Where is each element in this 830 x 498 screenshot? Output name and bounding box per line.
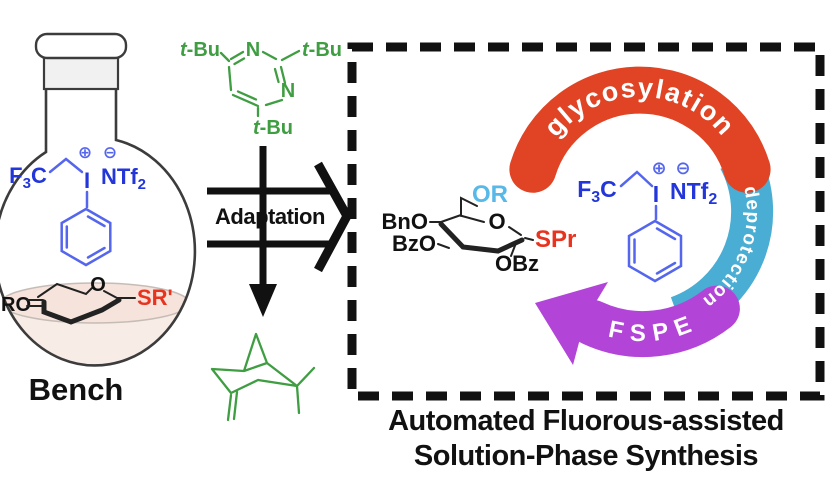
protected-sugar-box: OR BnO O BzO OBz SPr — [382, 181, 577, 276]
box-phenyl-double-bonds — [633, 227, 677, 275]
tbu-right-bu: -Bu — [309, 39, 342, 61]
ro-label: RO — [1, 294, 31, 316]
arrow-shaft-lines — [207, 187, 331, 248]
iodonium-reagent-box: F3C I ⊕ ⊖ NTf2 — [577, 158, 717, 283]
beta-pinene — [210, 332, 316, 422]
fspe-arc — [569, 285, 740, 358]
ring-oxygen-label: O — [90, 274, 106, 296]
glycosylation-arc — [509, 66, 771, 193]
box-ntf2-ntf: NTf — [670, 178, 709, 204]
n3-label: N — [281, 80, 295, 102]
adaptation-arrow — [207, 146, 353, 317]
minus-charge-icon: ⊖ — [103, 143, 117, 162]
f3c-sub3: 3 — [23, 175, 31, 192]
obz-label: OBz — [495, 251, 539, 276]
or-label: OR — [472, 181, 508, 208]
bench-label: Bench — [28, 372, 124, 407]
round-bottom-flask — [0, 32, 197, 367]
sr-label: SR' — [137, 285, 173, 310]
flask-lip — [34, 32, 128, 60]
synthesis-cycle: glycosylation deprotection FSPE — [509, 66, 774, 365]
c4-bonds — [429, 214, 462, 223]
pyrimidine-ring-bonds — [227, 50, 287, 108]
box-minus-charge-icon: ⊖ — [675, 158, 690, 178]
tri-tbu-pyrimidine: N N t-Bu t-Bu t-Bu — [180, 39, 342, 139]
tbu-right-label: t-Bu — [302, 39, 342, 61]
f3c-f: F — [9, 163, 22, 188]
bzo-label: BzO — [392, 231, 436, 256]
pyrimidine-double-bonds — [233, 57, 280, 101]
box-ring-oxygen-label: O — [488, 209, 505, 234]
tbu-bottom-bu: -Bu — [260, 117, 293, 139]
tbu-bottom-label: t-Bu — [253, 117, 293, 139]
anomeric-bond — [26, 299, 44, 307]
sugar-c1-bonds — [103, 290, 136, 299]
tbu-bonds — [219, 49, 301, 118]
ntf2-sub2: 2 — [138, 176, 146, 193]
flask-joint — [42, 55, 120, 91]
sugar-back-bonds — [37, 282, 93, 298]
box-f3c-c: C — [600, 176, 617, 202]
box-sugar-front-bonds — [438, 221, 525, 254]
box-ntf2-sub2: 2 — [708, 191, 717, 208]
tbu-left-t: t — [180, 39, 188, 61]
pinene-exo-methylene — [226, 390, 239, 422]
iodonium-reagent-flask: F3C I ⊕ ⊖ NTf2 — [9, 143, 146, 267]
flask-liquid — [0, 282, 195, 366]
tbu-left-label: t-Bu — [180, 39, 220, 61]
c3-bond — [437, 243, 450, 249]
flask-outline — [0, 88, 197, 367]
box-f3c-f: F — [577, 176, 591, 202]
tbu-right-t: t — [302, 39, 310, 61]
plus-charge-icon: ⊕ — [78, 143, 92, 162]
tbu-left-bu: -Bu — [187, 39, 220, 61]
box-ch2-bond — [619, 170, 654, 188]
c2-bond — [510, 242, 517, 257]
phenyl-ring — [60, 207, 112, 267]
box-f3c-sub3: 3 — [591, 189, 600, 206]
caption-line2: Solution-Phase Synthesis — [413, 440, 759, 472]
box-phenyl-ring — [627, 219, 683, 283]
tbu-bottom-t: t — [253, 117, 261, 139]
arrow-chevron — [314, 161, 353, 273]
box-f3c-label: F3C — [577, 176, 617, 206]
thioglycoside-flask: RO O SR' — [1, 274, 173, 325]
ntf2-ntf: NTf — [101, 164, 138, 189]
f3c-c: C — [31, 163, 47, 188]
ch2-bond — [48, 157, 84, 174]
ring-bonds — [461, 215, 534, 241]
fspe-arrowhead-icon — [535, 282, 608, 365]
caption: Automated Fluorous-assisted Solution-Pha… — [350, 404, 822, 474]
pinene-bonds — [210, 332, 316, 415]
adaptation-label: Adaptation — [215, 204, 325, 229]
ntf2-label: NTf2 — [101, 164, 146, 193]
caption-line1: Automated Fluorous-assisted — [388, 405, 784, 437]
n1-label: N — [246, 39, 260, 61]
iodine-label: I — [84, 168, 90, 193]
box-iodine-label: I — [653, 181, 659, 207]
f3c-label: F3C — [9, 163, 47, 192]
sugar-front-bonds — [41, 297, 122, 325]
down-arrowhead-icon — [249, 284, 277, 317]
bno-label: BnO — [382, 209, 428, 234]
box-ntf2-label: NTf2 — [670, 178, 717, 208]
spr-label: SPr — [535, 226, 576, 253]
box-plus-charge-icon: ⊕ — [651, 158, 666, 178]
phenyl-double-bonds — [65, 215, 106, 259]
c6-bonds — [460, 196, 478, 217]
